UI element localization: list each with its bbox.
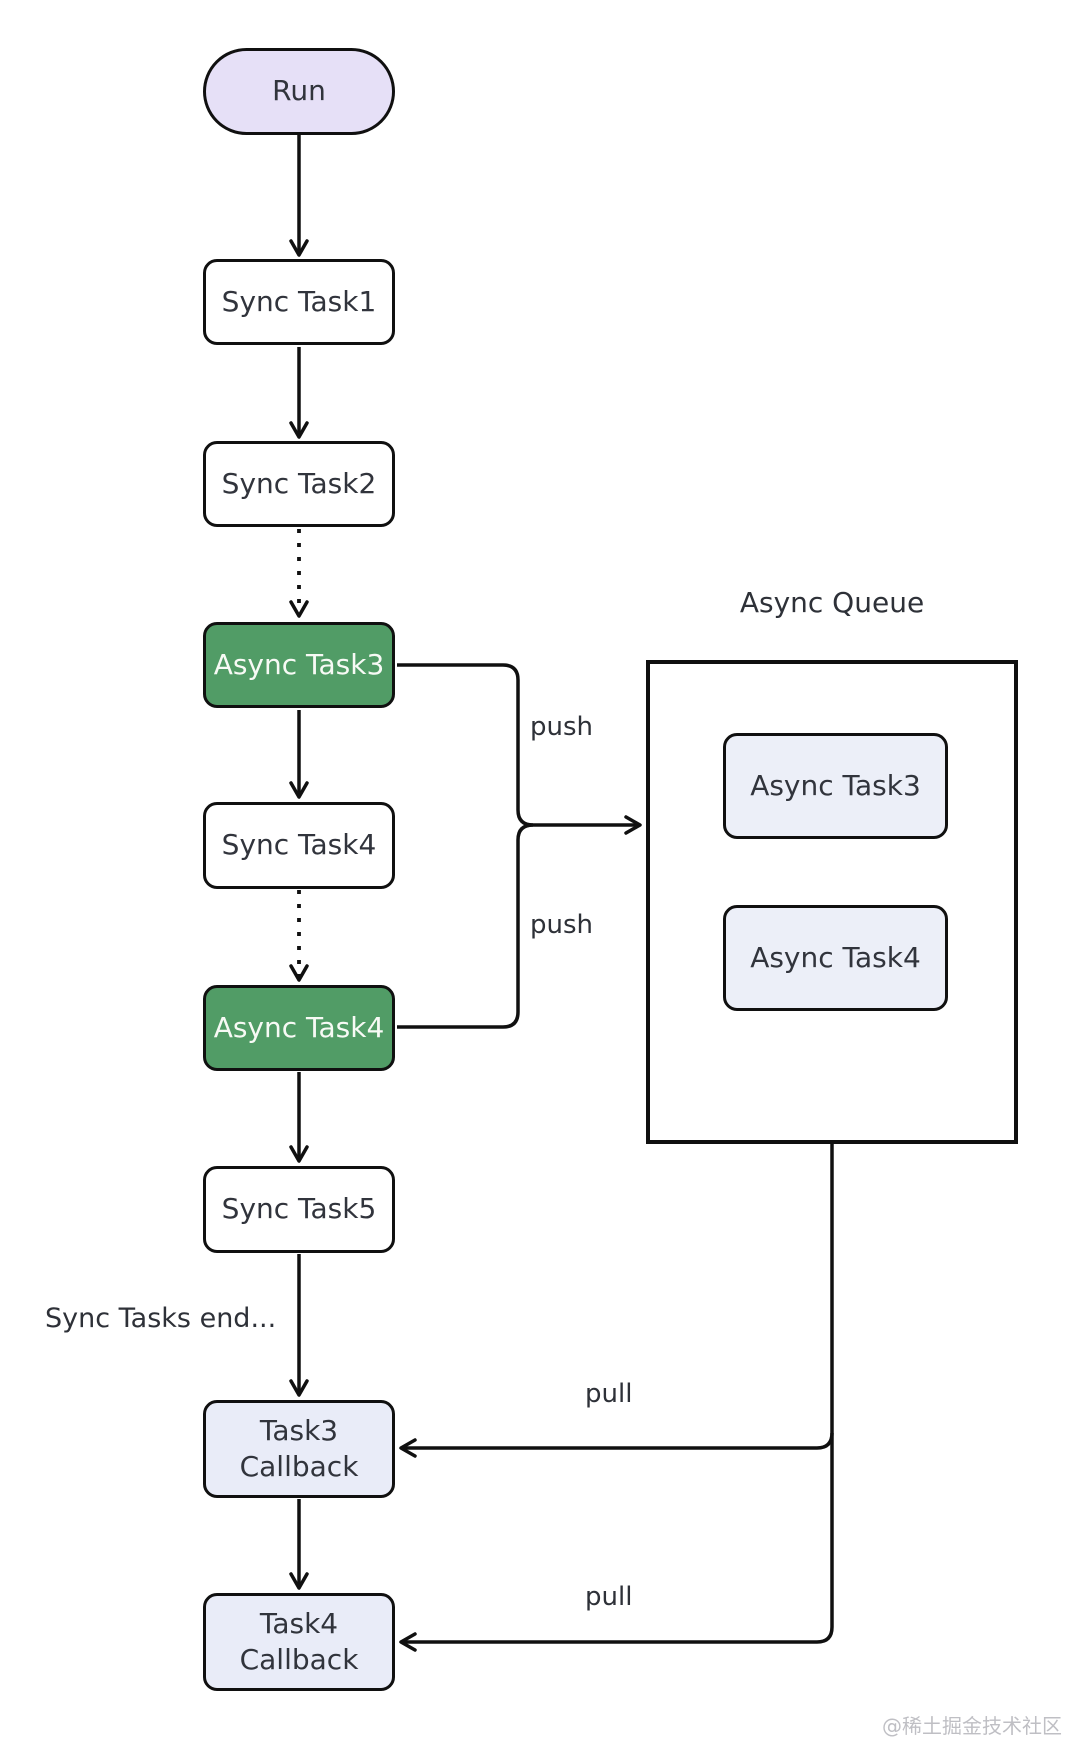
task3-callback-line2: Callback <box>239 1450 359 1483</box>
pull-wire-to-cb3 <box>399 1432 834 1458</box>
node-sync-task5: Sync Task5 <box>203 1166 395 1253</box>
node-sync-task4: Sync Task4 <box>203 802 395 889</box>
node-async-task3: Async Task3 <box>203 622 395 708</box>
sync-tasks-end-label: Sync Tasks end... <box>45 1303 277 1334</box>
async-queue-title: Async Queue <box>739 586 925 619</box>
node-task3-callback: Task3 Callback <box>203 1400 395 1498</box>
watermark: @稀土掘金技术社区 <box>882 1714 1062 1738</box>
node-run: Run <box>203 48 395 135</box>
push-wire-async3 <box>397 663 534 827</box>
pull-label-2: pull <box>585 1582 633 1612</box>
node-async-task4: Async Task4 <box>203 985 395 1071</box>
push-label-2: push <box>530 910 594 940</box>
push-wire-async4 <box>397 823 534 1029</box>
queue-item-async-task3: Async Task3 <box>723 733 948 839</box>
queue-item-async-task4: Async Task4 <box>723 905 948 1011</box>
node-task4-callback: Task4 Callback <box>203 1593 395 1691</box>
push-label-1: push <box>530 712 594 742</box>
node-sync-task1: Sync Task1 <box>203 259 395 345</box>
task4-callback-line1: Task4 <box>259 1606 339 1640</box>
task3-callback-line1: Task3 <box>259 1413 339 1447</box>
pull-label-1: pull <box>585 1379 633 1409</box>
pull-wire-to-cb4 <box>399 1144 834 1652</box>
node-sync-task2: Sync Task2 <box>203 441 395 527</box>
task4-callback-line2: Callback <box>239 1643 359 1676</box>
